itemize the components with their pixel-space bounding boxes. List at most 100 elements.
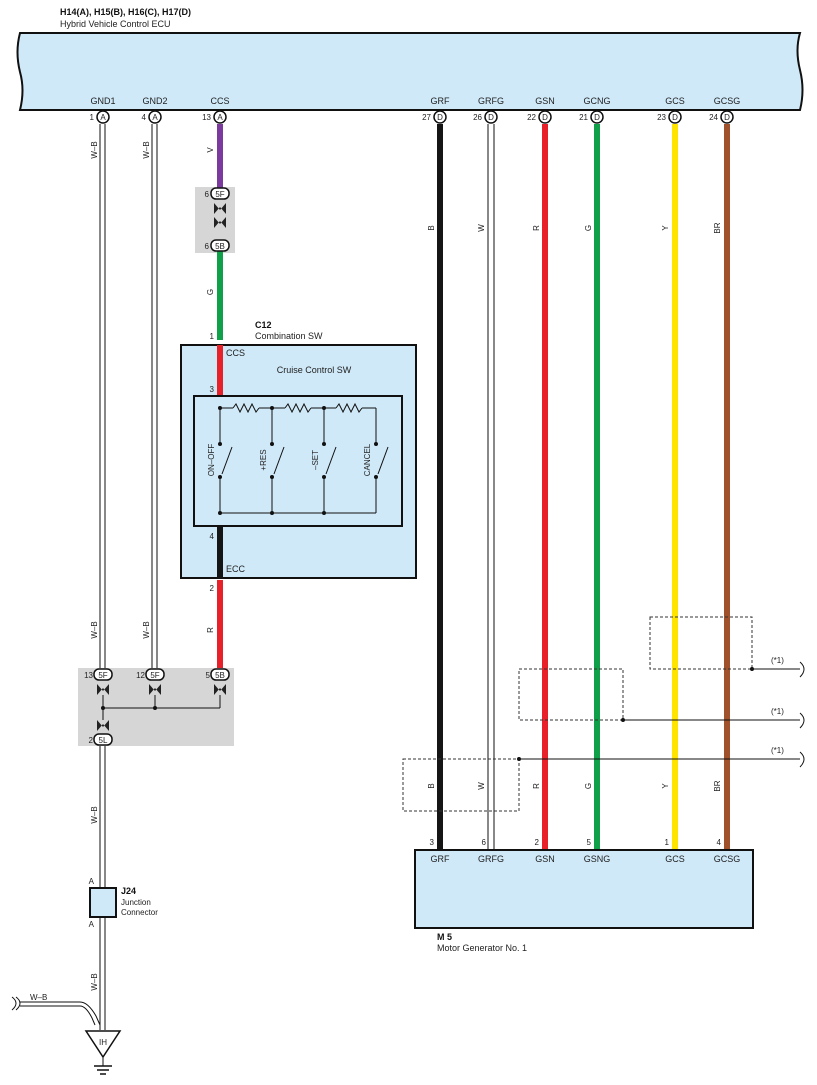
- ecu-header: H14(A), H15(B), H16(C), H17(D): [60, 7, 191, 17]
- switch-label-on-off: ON–OFF: [207, 444, 216, 477]
- pin-number: 23: [657, 113, 666, 122]
- ecu-terminal-gnd2: GND2: [142, 96, 167, 106]
- pin-connector: D: [594, 113, 600, 122]
- pin-number: 1: [210, 332, 215, 341]
- junction-node: [101, 706, 105, 710]
- wire-label: W: [477, 782, 486, 790]
- pin-circle: [538, 110, 552, 124]
- ecu-body: [16, 32, 804, 111]
- shield-gcs: (*1): [649, 616, 805, 678]
- junction-bus: [102, 695, 221, 720]
- ecu-terminal-grf: GRF: [431, 96, 451, 106]
- wire-label: W–B: [142, 141, 151, 158]
- wire-label: Y: [661, 783, 670, 789]
- wire-label: V: [206, 147, 215, 153]
- pin-number: 27: [422, 113, 431, 122]
- motor-generator: 3 6 2 5 1 4 GRF GRFG GSN GSNG GCS GCSG M…: [414, 838, 754, 953]
- cruise-control-title: Cruise Control SW: [277, 365, 352, 375]
- pin-connector: A: [100, 113, 106, 122]
- ecu-name: Hybrid Vehicle Control ECU: [60, 19, 171, 29]
- combination-switch: C12 Combination SW CCS ECC 1 3 4 2 Cruis…: [180, 320, 417, 593]
- wire-label: G: [584, 225, 593, 231]
- ecu-pins: 1 A 4 A 13 A 27 D 26 D 22 D 21 D 23 D 24…: [90, 110, 734, 124]
- pin-number: 22: [527, 113, 536, 122]
- pin-number: 2: [535, 838, 540, 847]
- switch-nodes: [218, 406, 378, 515]
- pin-number: 12: [136, 671, 145, 680]
- wire-label: G: [206, 289, 215, 295]
- shield-note: (*1): [771, 746, 784, 755]
- shield-grf: (*1): [402, 746, 805, 812]
- j24-name-1: Junction: [121, 898, 151, 907]
- switch-label-res: +RES: [259, 449, 268, 470]
- wire-label: R: [532, 225, 541, 231]
- pin-number: 2: [89, 736, 94, 745]
- connector-label: 5F: [150, 671, 159, 680]
- wire-label: R: [532, 783, 541, 789]
- term-ccs: CCS: [226, 348, 245, 358]
- pin-circle: [590, 110, 604, 124]
- pin-number: 2: [210, 584, 215, 593]
- j24-box: [89, 887, 117, 918]
- pin-number: 6: [205, 242, 210, 251]
- ground-wire: [11, 746, 106, 1030]
- pin-connector: A: [217, 113, 223, 122]
- j24-name-2: Connector: [121, 908, 158, 917]
- ecu-terminal-grfg: GRFG: [478, 96, 504, 106]
- connector-label: 5B: [215, 242, 225, 251]
- pin-number: 5: [587, 838, 592, 847]
- wire-label: G: [584, 783, 593, 789]
- pin-connector: D: [724, 113, 730, 122]
- combination-sw-name: Combination SW: [255, 331, 323, 341]
- ecu-terminal-gcng: GCNG: [584, 96, 611, 106]
- wire-label: W–B: [142, 621, 151, 638]
- junction-node: [153, 706, 157, 710]
- wire-label-side: W–B: [30, 993, 47, 1002]
- ground-symbol: IH: [84, 1030, 122, 1075]
- connector-badge: [210, 187, 230, 200]
- mg-terminal-gcsg: GCSG: [714, 854, 741, 864]
- wire-label: W–B: [90, 141, 99, 158]
- connector-badge: [210, 668, 230, 681]
- connector-arrow-icon: [214, 217, 226, 228]
- shield-note: (*1): [771, 707, 784, 716]
- pin-number: 24: [709, 113, 718, 122]
- ecu-terminal-gnd1: GND1: [90, 96, 115, 106]
- junction-connectors: 13 5F 12 5F 5 5B 2 5L: [84, 668, 230, 746]
- connector-label: 5B: [215, 671, 225, 680]
- connector-label: 5L: [99, 736, 108, 745]
- mg-terminal-grfg: GRFG: [478, 854, 504, 864]
- junction-connector-j24: A A J24 Junction Connector: [89, 877, 159, 929]
- pin-number: 3: [430, 838, 435, 847]
- wire-label: W: [477, 224, 486, 232]
- j24-pin-bottom: A: [89, 920, 95, 929]
- switch-label-cancel: CANCEL: [363, 443, 372, 476]
- pin-number: 1: [665, 838, 670, 847]
- wire-label: W–B: [90, 806, 99, 823]
- ecu-terminals: GND1 GND2 CCS GRF GRFG GSN GCNG GCS GCSG: [90, 96, 740, 106]
- pin-number: 13: [202, 113, 211, 122]
- ecu-terminal-ccs: CCS: [210, 96, 229, 106]
- pin-number: 6: [482, 838, 487, 847]
- connector-badge: [93, 668, 113, 681]
- wire-label: BR: [713, 780, 722, 791]
- pin-circle: [148, 110, 162, 124]
- j24-pin-top: A: [89, 877, 95, 886]
- connector-arrow-icon: [214, 203, 226, 214]
- pin-connector: A: [152, 113, 158, 122]
- connector-label: 5F: [215, 190, 224, 199]
- j24-code: J24: [121, 886, 136, 896]
- cruise-control-switch-box: [193, 395, 403, 527]
- ecu-terminal-gsn: GSN: [535, 96, 555, 106]
- wire-label: Y: [661, 225, 670, 231]
- wire-label: W–B: [90, 621, 99, 638]
- shield-note: (*1): [771, 656, 784, 665]
- pin-circle: [668, 110, 682, 124]
- gnd1-wire: [99, 124, 106, 668]
- switch-label-set: –SET: [311, 450, 320, 470]
- connector-5f-5b: 6 5F 6 5B: [205, 187, 230, 252]
- mg-terminal-grf: GRF: [431, 854, 451, 864]
- pin-number: 26: [473, 113, 482, 122]
- mg-terminal-gcs: GCS: [665, 854, 685, 864]
